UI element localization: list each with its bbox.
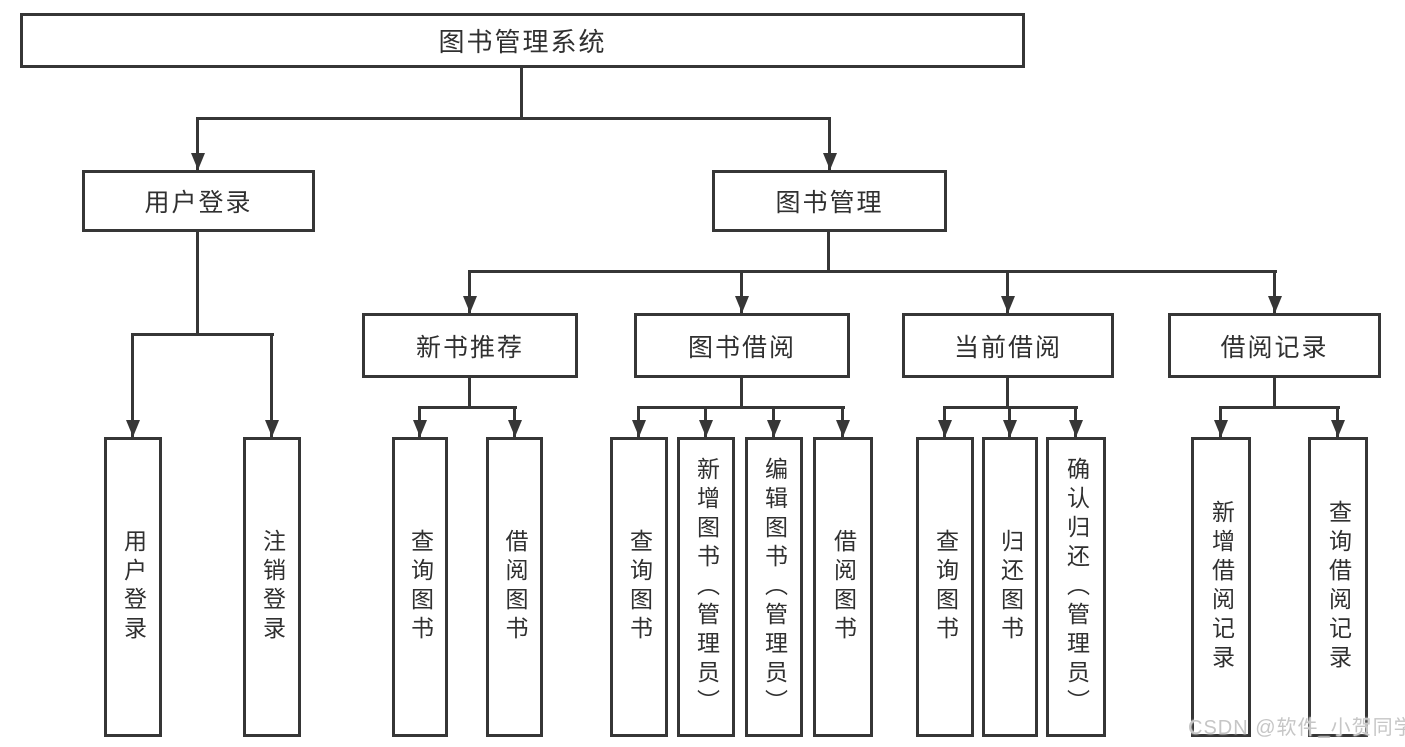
node-root-library-system: 图书管理系统 (20, 13, 1025, 68)
connector-book-borrow-stem (740, 378, 743, 409)
leaf-current-query-books: 查询图书 (916, 437, 974, 737)
leaf-newbook-borrow-books: 借阅图书 (486, 437, 543, 737)
arrow-cb-return (1008, 406, 1011, 437)
node-new-book-recommend: 新书推荐 (362, 313, 578, 378)
arrow-cb-query (943, 406, 946, 437)
leaf-user-login: 用户登录 (104, 437, 162, 737)
connector-current-borrow-stem (1006, 378, 1009, 409)
connector-root-branch (196, 117, 831, 120)
connector-new-book-stem (468, 378, 471, 409)
arrow-br-query (1336, 406, 1339, 437)
leaf-newbook-query-books: 查询图书 (392, 437, 448, 737)
connector-new-book-branch (418, 406, 517, 409)
arrow-to-borrow-record (1273, 270, 1276, 313)
node-book-borrow: 图书借阅 (634, 313, 850, 378)
connector-borrow-record-stem (1273, 378, 1276, 409)
leaf-logout: 注销登录 (243, 437, 301, 737)
node-book-management: 图书管理 (712, 170, 947, 232)
arrow-to-leaf-logout (270, 333, 273, 437)
arrow-br-add (1219, 406, 1222, 437)
arrow-to-user-login (196, 117, 199, 170)
arrow-bb-edit (772, 406, 775, 437)
arrow-to-book-management (828, 117, 831, 170)
arrow-bb-borrow (841, 406, 844, 437)
leaf-current-return-books: 归还图书 (982, 437, 1038, 737)
arrow-bb-add (704, 406, 707, 437)
arrow-to-leaf-user-login (131, 333, 134, 437)
arrow-to-book-borrow (740, 270, 743, 313)
node-borrow-record: 借阅记录 (1168, 313, 1381, 378)
node-user-login: 用户登录 (82, 170, 315, 232)
leaf-borrow-add-books-admin: 新增图书（管理员） (677, 437, 735, 737)
connector-root-stem (520, 68, 523, 119)
connector-user-login-branch (131, 333, 274, 336)
arrow-to-new-book (468, 270, 471, 313)
leaf-borrow-edit-books-admin: 编辑图书（管理员） (745, 437, 803, 737)
leaf-borrow-borrow-books: 借阅图书 (813, 437, 873, 737)
connector-book-mgmt-stem (827, 232, 830, 273)
leaf-record-query-borrow-record: 查询借阅记录 (1308, 437, 1368, 737)
csdn-watermark: CSDN @软件_小贺同学 (1188, 717, 1405, 739)
leaf-borrow-query-books: 查询图书 (610, 437, 668, 737)
arrow-to-current-borrow (1006, 270, 1009, 313)
arrow-cb-confirm (1074, 406, 1077, 437)
connector-book-borrow-branch (637, 406, 845, 409)
leaf-current-confirm-return-admin: 确认归还（管理员） (1046, 437, 1106, 737)
arrow-new-book-query (418, 406, 421, 437)
arrow-new-book-borrow (513, 406, 516, 437)
connector-user-login-stem (196, 232, 199, 336)
node-current-borrow: 当前借阅 (902, 313, 1114, 378)
leaf-record-add-borrow-record: 新增借阅记录 (1191, 437, 1251, 737)
connector-book-mgmt-branch (468, 270, 1277, 273)
connector-borrow-record-branch (1219, 406, 1340, 409)
arrow-bb-query (637, 406, 640, 437)
